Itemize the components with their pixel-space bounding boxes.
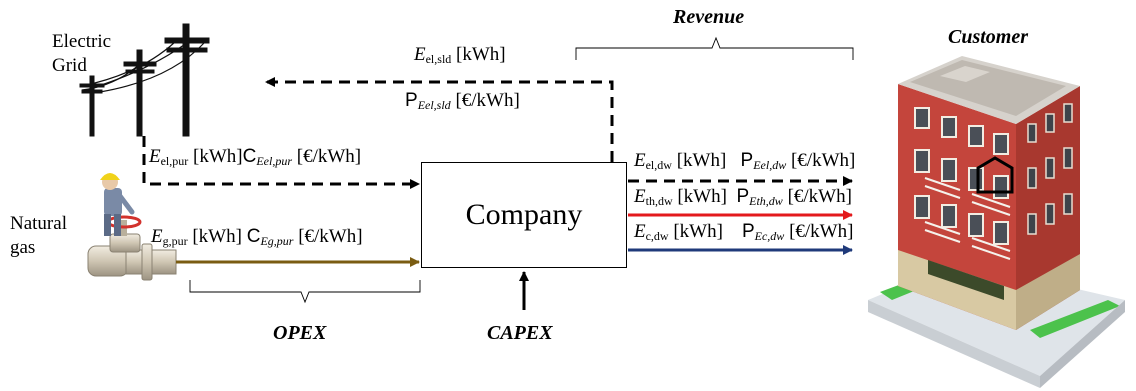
el-sld-flow-line [265,77,614,162]
el-sld-energy-label: Eel,sld [kWh] [414,44,506,66]
natural-gas-label: Natural gas [10,213,67,258]
company-box: Company [421,162,627,268]
el-dw-label: Eel,dw [kWh] PEel,dw [€/kWh] [634,150,856,172]
c-dw-label: Ec,dw [kWh] PEc,dw [€/kWh] [634,221,854,243]
electric-grid-label: Electric Grid [52,31,112,76]
revenue-bracket [575,36,854,60]
el-sld-price-label: PEel,sld [€/kWh] [405,90,520,112]
g-pur-label: Eg,pur [kWh] CEg,pur [€/kWh] [151,226,363,248]
gas-valve-worker-icon [87,173,177,281]
el-pur-label: Eel,pur [kWh]CEel,pur [€/kWh] [149,146,362,168]
th-dw-label: Eth,dw [kWh] PEth,dw [€/kWh] [634,186,852,208]
opex-label: OPEX [273,322,327,344]
revenue-label: Revenue [673,6,745,28]
building-icon [868,56,1125,388]
capex-label: CAPEX [487,322,553,344]
customer-label: Customer [948,26,1029,48]
company-label: Company [465,198,583,231]
power-pole-icon [79,23,210,137]
opex-bracket [189,280,421,304]
